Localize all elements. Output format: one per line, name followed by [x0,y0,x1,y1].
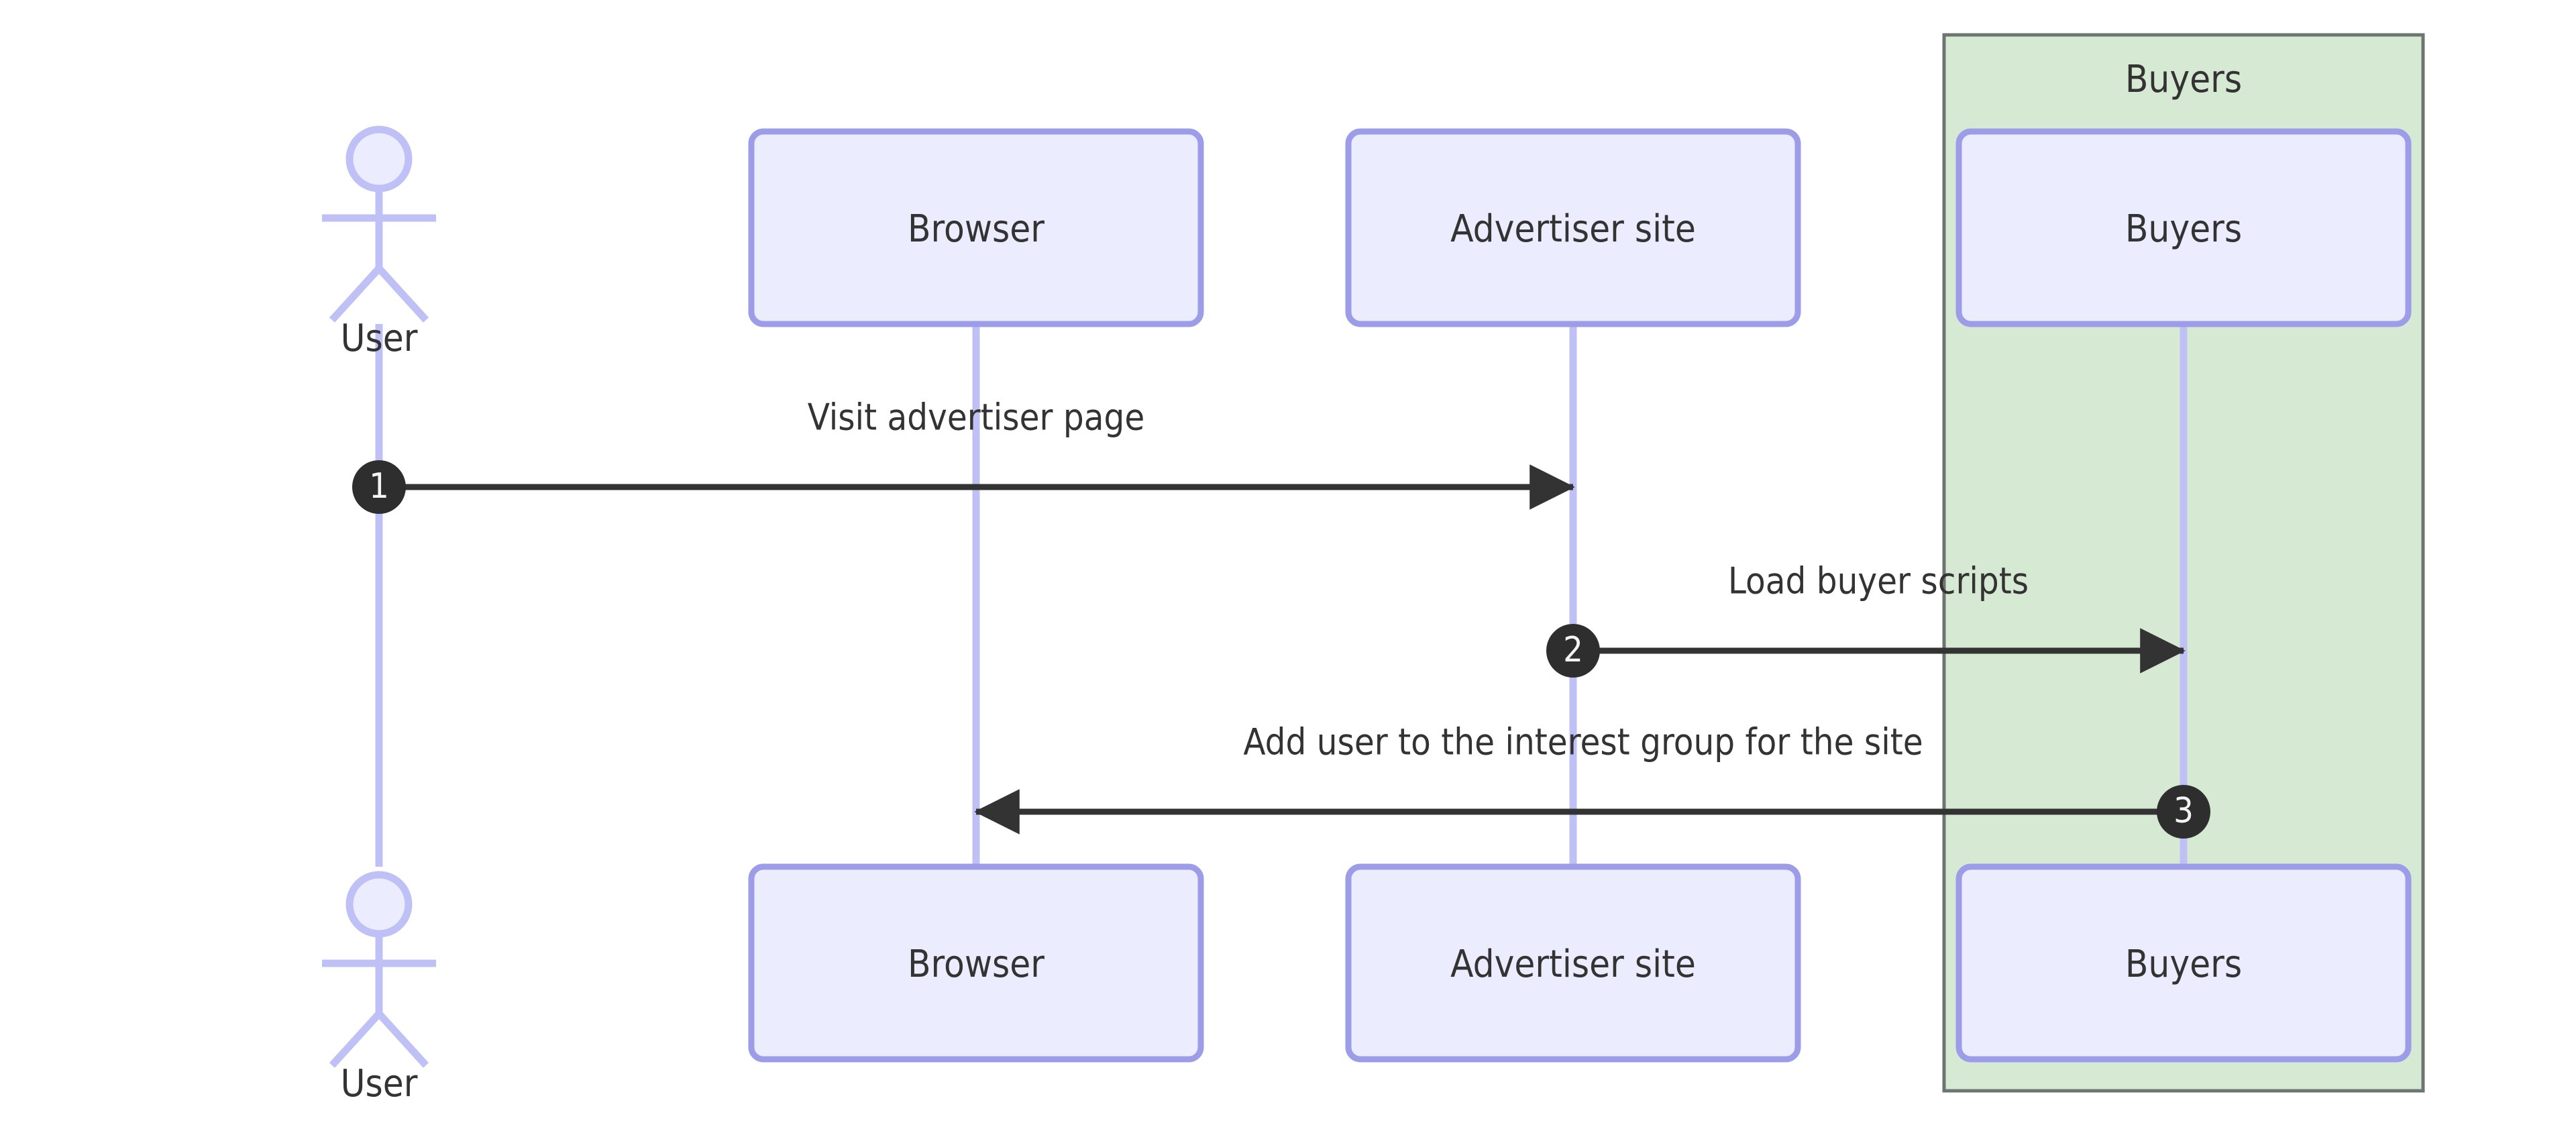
participant-buyers-top[interactable]: Buyers [1955,128,2412,327]
actor-leg-left [329,1011,382,1068]
actor-leg-right [376,1011,429,1068]
message-label: Load buyer scripts [1728,560,2029,602]
message-label: Add user to the interest group for the s… [1243,721,1923,763]
participant-label: Browser [908,943,1044,986]
message-2[interactable]: Load buyer scripts 2 [1546,560,2186,678]
actor-label-top: User [341,317,418,360]
actor-label-bottom: User [341,1062,418,1106]
participant-label: Advertiser site [1450,207,1696,251]
message-label: Visit advertiser page [808,396,1145,439]
actor-user-bottom[interactable]: User [322,871,436,1106]
participant-advertiser-top[interactable]: Advertiser site [1345,128,1801,327]
participant-label: Buyers [2125,207,2242,251]
sequence-number: 1 [369,466,389,506]
message-3[interactable]: Add user to the interest group for the s… [974,721,2210,839]
participant-box[interactable] [748,128,1204,327]
participant-box[interactable] [748,863,1204,1063]
participant-label: Browser [908,207,1044,251]
actor-head-icon [345,125,413,193]
participant-box[interactable] [1345,128,1801,327]
participant-advertiser-bottom[interactable]: Advertiser site [1345,863,1801,1063]
sequence-badge[interactable] [352,460,406,514]
sequence-number: 3 [2174,791,2194,831]
participant-browser-top[interactable]: Browser [748,128,1204,327]
lifelines [375,186,2188,867]
participant-box[interactable] [1955,128,2412,327]
sequence-number: 2 [1563,630,1583,670]
sequence-badge[interactable] [1546,624,1600,678]
participant-box[interactable] [1345,863,1801,1063]
actor-user-top[interactable]: User [322,125,436,360]
message-1[interactable]: Visit advertiser page 1 [352,396,1575,514]
participant-box[interactable] [1955,863,2412,1063]
group-label: Buyers [2125,58,2242,101]
actor-leg-left [329,266,382,323]
participant-browser-bottom[interactable]: Browser [748,863,1204,1063]
actor-leg-right [376,266,429,323]
participant-buyers-bottom[interactable]: Buyers [1955,863,2412,1063]
participant-label: Buyers [2125,943,2242,986]
participant-label: Advertiser site [1450,943,1696,986]
actor-head-icon [345,871,413,938]
sequence-badge[interactable] [2157,785,2210,839]
